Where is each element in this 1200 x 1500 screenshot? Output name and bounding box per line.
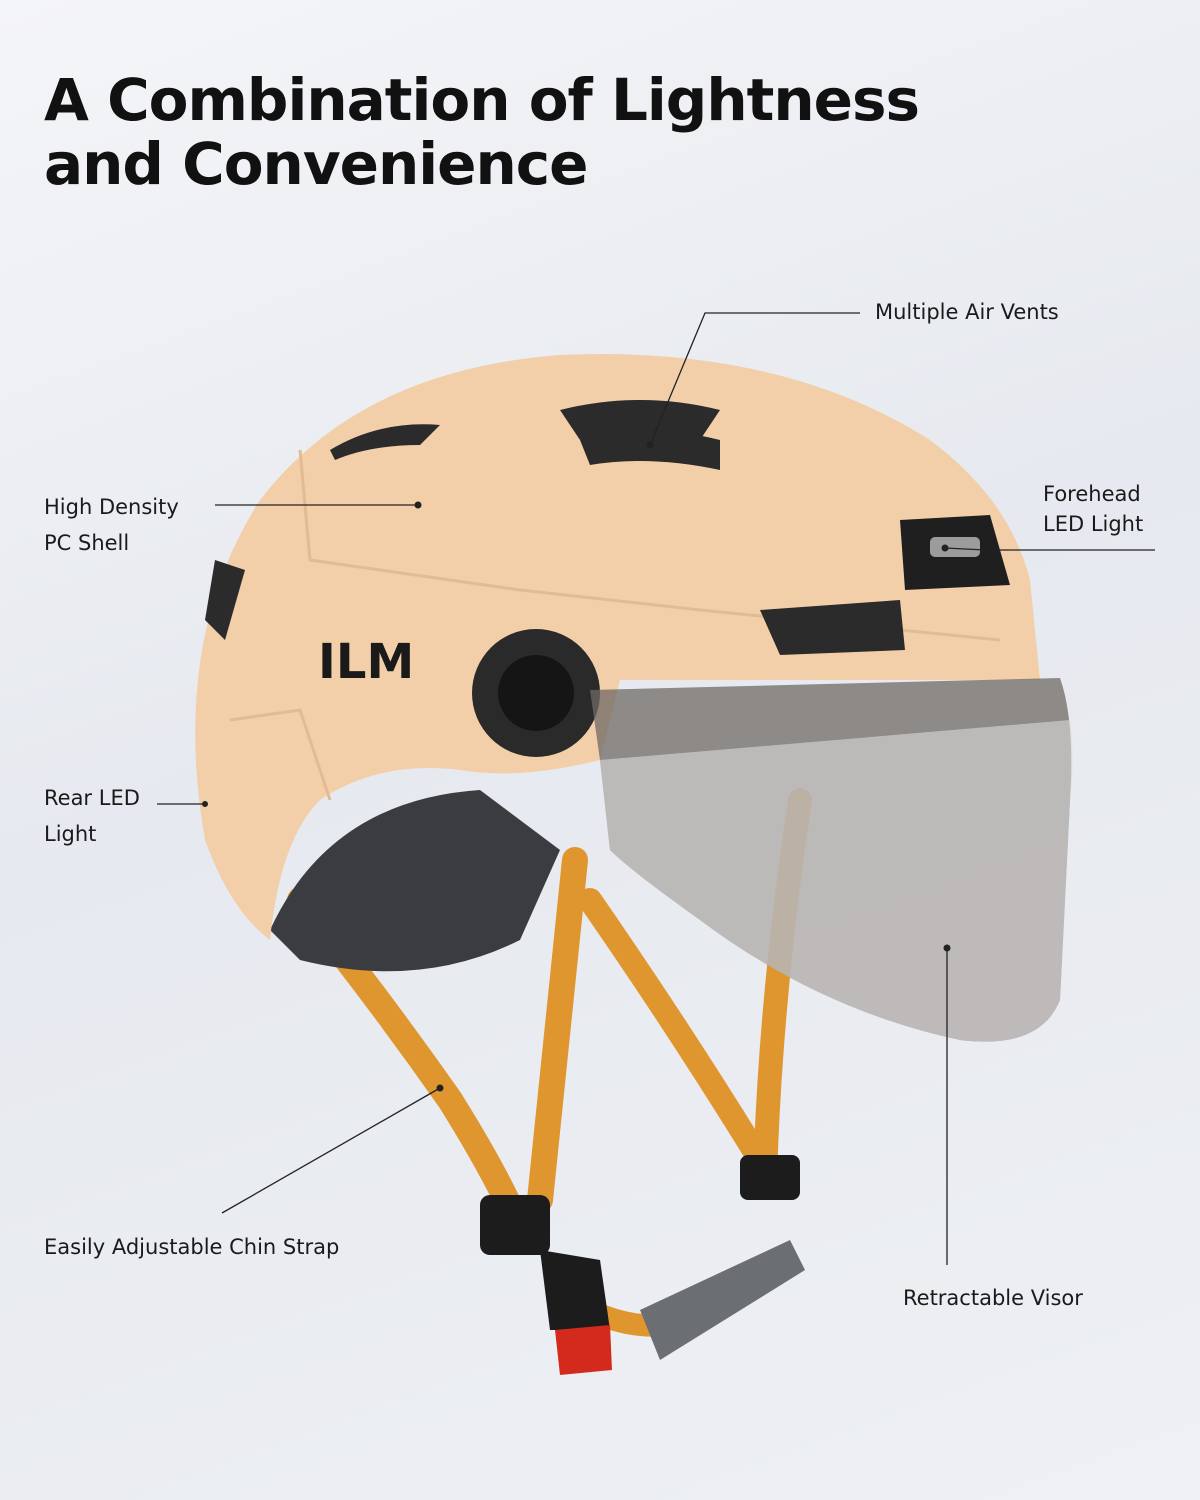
title-line-1: A Combination of Lightness — [44, 66, 920, 134]
callout-rear-line1: Rear LED — [44, 786, 140, 810]
callout-chin-strap: Easily Adjustable Chin Strap — [44, 1235, 340, 1259]
buckle-red — [555, 1325, 612, 1375]
strap-slider — [480, 1195, 550, 1255]
callout-forehead-led: Forehead LED Light — [1043, 479, 1143, 539]
buckle — [540, 1250, 610, 1330]
air-vents — [205, 400, 905, 655]
title-line-2: and Convenience — [44, 130, 589, 198]
callout-dots — [202, 441, 951, 1092]
callout-forehead-line1: Forehead — [1043, 482, 1141, 506]
callout-forehead-line2: LED Light — [1043, 512, 1144, 536]
chin-pad — [640, 1240, 805, 1360]
strap-slider-right — [740, 1155, 800, 1200]
callout-visor: Retractable Visor — [903, 1286, 1083, 1310]
callout-air-vents: Multiple Air Vents — [875, 300, 1059, 324]
inner-padding — [270, 790, 560, 972]
callout-rear-line2: Light — [44, 822, 97, 846]
callout-shell-line1: High Density — [44, 495, 179, 519]
callout-shell-line2: PC Shell — [44, 531, 130, 555]
callout-shell: High Density PC Shell — [44, 489, 179, 561]
callout-rear-led: Rear LED Light — [44, 780, 140, 852]
callout-lines — [157, 312, 1155, 1265]
page-title: A Combination of Lightness and Convenien… — [44, 66, 920, 198]
helmet-shell — [195, 354, 1040, 940]
brand-logo: ILM — [318, 634, 414, 690]
